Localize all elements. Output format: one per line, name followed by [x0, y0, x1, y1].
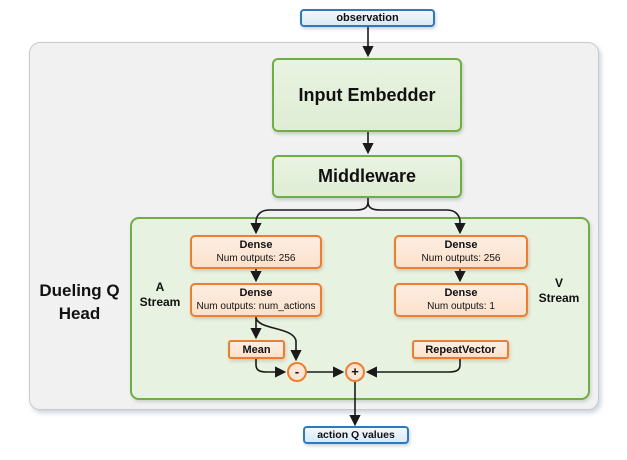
- a-stream-dense-1-node: Dense Num outputs: 256: [190, 235, 322, 269]
- v-stream-dense-1-node: Dense Num outputs: 256: [394, 235, 528, 269]
- a-stream-label-line1: A: [155, 280, 165, 294]
- a-stream-dense-1-title: Dense: [239, 238, 273, 251]
- v-stream-dense-1-subtitle: Num outputs: 256: [421, 252, 501, 264]
- dueling-q-head-label: Dueling Q Head: [29, 279, 130, 325]
- mean-node: Mean: [228, 340, 285, 359]
- subtract-symbol: -: [294, 364, 300, 379]
- a-stream-dense-1-subtitle: Num outputs: 256: [216, 252, 296, 264]
- observation-node: observation: [300, 9, 435, 27]
- v-stream-label-line2: Stream: [538, 291, 580, 305]
- v-stream-label: V Stream: [528, 276, 590, 306]
- a-stream-dense-2-title: Dense: [239, 286, 273, 299]
- input-embedder-node: Input Embedder: [272, 58, 462, 132]
- dueling-q-head-label-line1: Dueling Q: [39, 281, 120, 300]
- v-stream-dense-1-title: Dense: [444, 238, 478, 251]
- a-stream-label: A Stream: [130, 280, 190, 310]
- repeat-vector-node: RepeatVector: [412, 340, 509, 359]
- subtract-operator-node: -: [287, 362, 307, 382]
- a-stream-dense-2-subtitle: Num outputs: num_actions: [196, 300, 316, 312]
- a-stream-dense-2-node: Dense Num outputs: num_actions: [190, 283, 322, 317]
- v-stream-dense-2-title: Dense: [444, 286, 478, 299]
- a-stream-label-line2: Stream: [139, 295, 181, 309]
- middleware-node: Middleware: [272, 155, 462, 198]
- dueling-q-head-label-line2: Head: [58, 304, 101, 323]
- v-stream-dense-2-node: Dense Num outputs: 1: [394, 283, 528, 317]
- add-operator-node: +: [345, 362, 365, 382]
- v-stream-label-line1: V: [554, 276, 563, 290]
- v-stream-dense-2-subtitle: Num outputs: 1: [427, 300, 495, 312]
- action-q-values-node: action Q values: [303, 426, 409, 444]
- add-symbol: +: [351, 364, 359, 379]
